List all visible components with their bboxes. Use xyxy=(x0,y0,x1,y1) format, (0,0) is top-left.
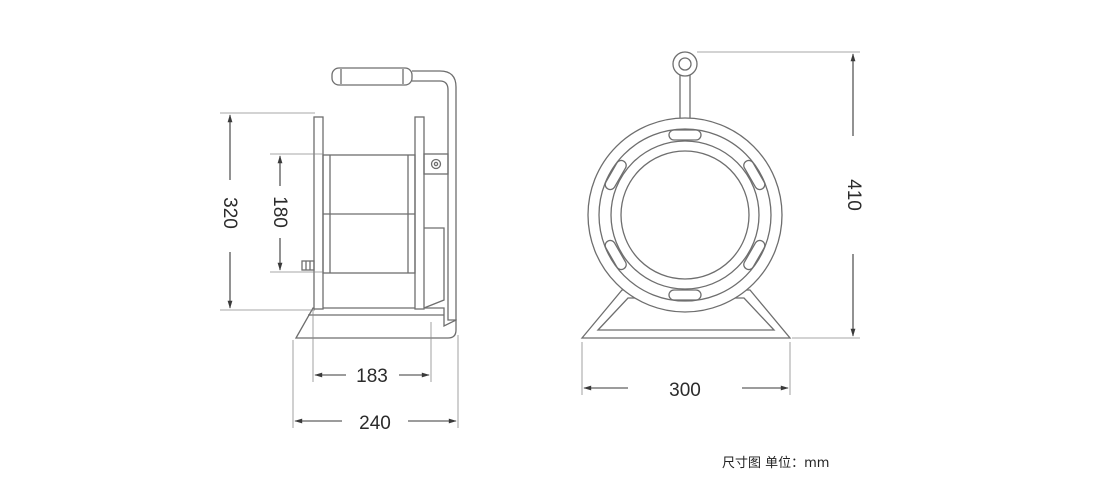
side-view xyxy=(294,67,457,339)
reel-slots xyxy=(604,129,766,301)
reel-inner-hole xyxy=(620,150,750,280)
base-frame xyxy=(294,307,457,339)
stand-frame xyxy=(580,289,792,339)
reel-slot xyxy=(668,129,702,141)
front-view-dimensions xyxy=(581,51,860,395)
front-view xyxy=(580,51,792,339)
handle-grip xyxy=(331,67,413,86)
reel-slot xyxy=(743,159,766,191)
axle-bracket xyxy=(423,153,449,175)
handle-bar xyxy=(412,70,457,321)
dim-label-300: 300 xyxy=(669,380,701,401)
hanging-ring xyxy=(672,51,698,77)
cable-connector xyxy=(301,260,315,271)
reel-slot xyxy=(604,159,627,191)
dim-label-240: 240 xyxy=(359,413,391,434)
right-flange xyxy=(414,116,425,310)
unit-note: 尺寸图 单位：mm xyxy=(722,456,830,471)
dim-label-320: 320 xyxy=(219,197,240,229)
left-flange xyxy=(313,116,324,310)
dim-label-410: 410 xyxy=(843,179,864,211)
reel-slot xyxy=(743,239,766,271)
dim-label-180: 180 xyxy=(269,196,290,228)
reel-slot xyxy=(668,289,702,301)
axle-bolt-icon xyxy=(430,158,442,170)
side-bracket xyxy=(423,227,445,309)
reel-outer-rim xyxy=(587,117,783,313)
reel-slot xyxy=(604,239,627,271)
dim-label-183: 183 xyxy=(356,366,388,387)
side-view-dimensions xyxy=(220,112,459,428)
